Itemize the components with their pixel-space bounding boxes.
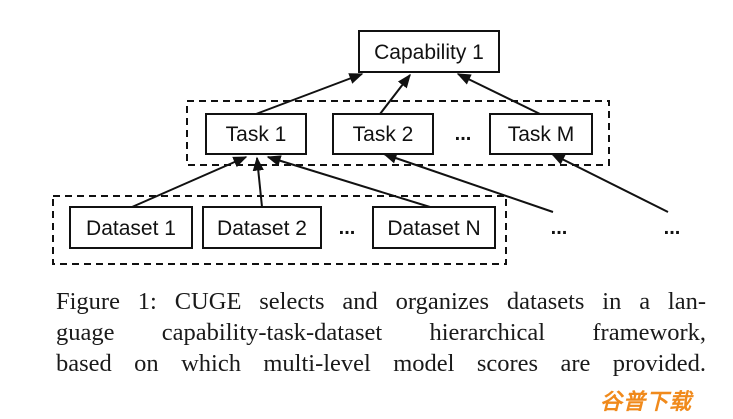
watermark-logo: 谷普下载: [600, 390, 693, 415]
edge-datasetn-task1: [266, 155, 431, 208]
dataset-label-1: Dataset 1: [86, 217, 176, 240]
dataset-group-box: [52, 195, 507, 265]
edge-dataset1-task1: [131, 156, 248, 208]
capability-node: [358, 30, 500, 73]
edge-more-task2: [382, 152, 554, 213]
dataset-ellipsis: ...: [339, 217, 356, 239]
hierarchy-diagram: Capability 1 Task 1 Task 2 ... Task M Da…: [52, 30, 681, 265]
task-node-m: [489, 113, 593, 155]
dataset-node-n: [372, 206, 496, 249]
edge-more-taskm: [550, 153, 669, 213]
task-ellipsis: ...: [455, 123, 472, 145]
task-node-1: [205, 113, 307, 155]
dataset-label-n: Dataset N: [387, 217, 480, 240]
edge-task1-capability: [255, 73, 364, 115]
more-ellipsis-1: ...: [551, 217, 568, 239]
edge-dataset2-task1: [252, 156, 264, 208]
edge-taskm-capability: [456, 73, 541, 115]
task-label-2: Task 2: [353, 123, 414, 146]
caption-line-3: based on which multi-level model scores …: [56, 350, 706, 377]
task-label-m: Task M: [508, 123, 575, 146]
task-node-2: [332, 113, 434, 155]
more-ellipsis-2: ...: [664, 217, 681, 239]
capability-label: Capability 1: [374, 41, 484, 64]
figure-caption: Figure 1: CUGE selects and organizes dat…: [56, 286, 706, 379]
dataset-node-1: [69, 206, 193, 249]
dataset-node-2: [202, 206, 322, 249]
edge-task2-capability: [379, 73, 411, 115]
dataset-label-2: Dataset 2: [217, 217, 307, 240]
task-group-box: [186, 100, 610, 166]
caption-line-1: Figure 1: CUGE selects and organizes dat…: [56, 288, 706, 315]
caption-line-2: guage capability-task-dataset hierarchic…: [56, 319, 706, 346]
task-label-1: Task 1: [226, 123, 287, 146]
